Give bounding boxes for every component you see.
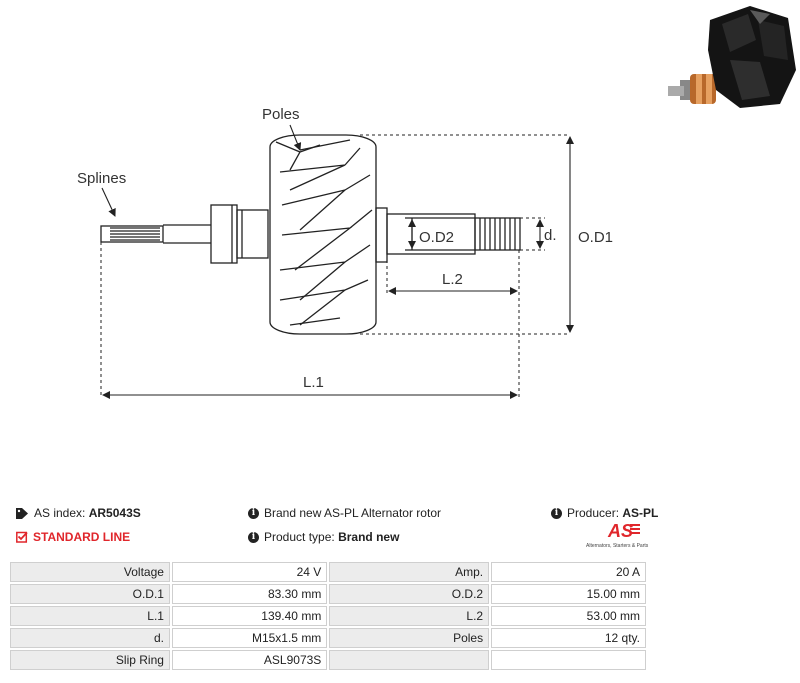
info-circle-icon: i — [551, 507, 562, 519]
spec-value: 53.00 mm — [491, 606, 646, 626]
logo-tagline: Alternators, Starters & Parts — [586, 543, 649, 549]
table-row: L.1 139.40 mm L.2 53.00 mm — [10, 606, 646, 626]
logo-mark: AS — [608, 521, 634, 541]
product-description: Brand new AS-PL Alternator rotor — [264, 506, 441, 520]
product-photo — [668, 6, 796, 108]
spec-label: L.1 — [10, 606, 170, 626]
label-d: d. — [544, 227, 557, 244]
spec-label: O.D.1 — [10, 584, 170, 604]
producer-label: Producer: — [567, 506, 620, 520]
table-row: d. M15x1.5 mm Poles 12 qty. — [10, 628, 646, 648]
spec-value — [491, 650, 646, 670]
spec-value: 24 V — [171, 562, 328, 582]
as-pl-logo: AS Alternators, Starters & Parts — [586, 521, 648, 551]
logo-stripes — [630, 524, 640, 536]
spec-value: 15.00 mm — [491, 584, 646, 604]
label-splines: Splines — [77, 170, 126, 187]
rotor-diagram: Poles Splines O.D2 d. O.D1 L.2 L.1 — [77, 106, 613, 399]
spec-value: 12 qty. — [491, 628, 646, 648]
spec-label: Slip Ring — [10, 650, 170, 670]
spec-label: O.D.2 — [329, 584, 490, 604]
spec-value: 139.40 mm — [171, 606, 328, 626]
spec-label: Poles — [329, 628, 490, 648]
label-poles: Poles — [262, 106, 300, 123]
spec-label: L.2 — [329, 606, 490, 626]
label-od1: O.D1 — [578, 229, 613, 246]
label-od2: O.D2 — [419, 229, 454, 246]
spec-value: ASL9073S — [171, 650, 328, 670]
product-type-row: i Product type: Brand new — [248, 530, 399, 544]
specs-table: Voltage 24 V Amp. 20 A O.D.1 83.30 mm O.… — [8, 560, 648, 672]
spec-label: Amp. — [329, 562, 490, 582]
tag-icon — [16, 507, 28, 519]
as-index-row: AS index: AR5043S — [16, 506, 141, 520]
producer-row: i Producer: AS-PL — [551, 506, 658, 520]
info-circle-icon: i — [248, 531, 259, 543]
product-type-label: Product type: — [264, 530, 335, 544]
as-index-label: AS index: — [34, 506, 86, 520]
label-l1: L.1 — [303, 374, 324, 391]
spec-value: 20 A — [491, 562, 646, 582]
check-square-icon — [16, 531, 28, 543]
spec-label: Voltage — [10, 562, 170, 582]
description-row: i Brand new AS-PL Alternator rotor — [248, 506, 441, 520]
standard-line-label: STANDARD LINE — [33, 530, 131, 544]
label-l2: L.2 — [442, 271, 463, 288]
spec-label: d. — [10, 628, 170, 648]
table-row: O.D.1 83.30 mm O.D.2 15.00 mm — [10, 584, 646, 604]
producer-value: AS-PL — [622, 506, 659, 520]
info-circle-icon: i — [248, 507, 259, 519]
product-type-value: Brand new — [338, 530, 400, 544]
table-row: Voltage 24 V Amp. 20 A — [10, 562, 646, 582]
spec-value: M15x1.5 mm — [171, 628, 328, 648]
spec-label — [329, 650, 490, 670]
as-index-value: AR5043S — [88, 506, 141, 520]
spec-value: 83.30 mm — [171, 584, 328, 604]
standard-line-row: STANDARD LINE — [16, 530, 130, 544]
table-row: Slip Ring ASL9073S — [10, 650, 646, 670]
